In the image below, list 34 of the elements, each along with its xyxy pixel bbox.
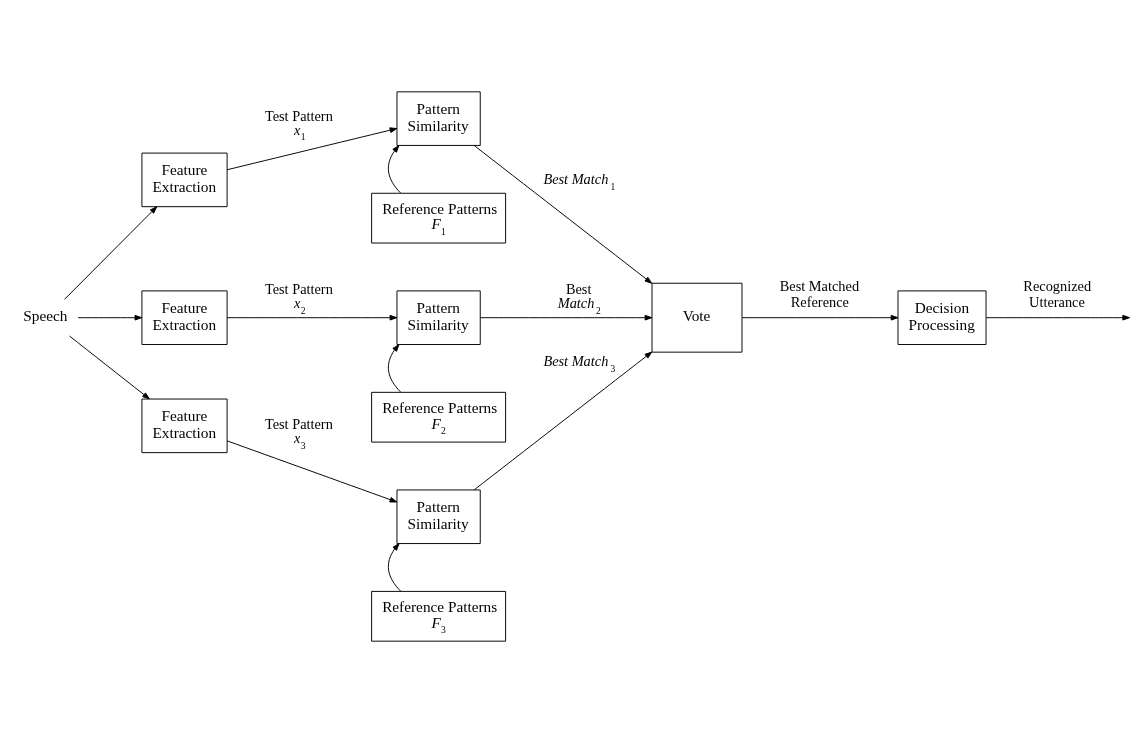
edge-label: Recognized Utterance	[1023, 277, 1092, 310]
node-box: Vote	[651, 282, 743, 353]
arrow	[226, 439, 398, 502]
node-box: Feature Extraction	[141, 289, 228, 345]
arrow	[387, 343, 401, 392]
arrow	[226, 126, 398, 170]
edge-label: Best Match$_{1}$	[543, 170, 616, 192]
arrow	[77, 314, 143, 321]
arrow	[480, 314, 653, 321]
edge-label: Best Matched Reference	[779, 277, 860, 310]
arrow	[741, 314, 899, 321]
node-box: Feature Extraction	[141, 152, 228, 207]
node-box: Reference Patterns F$_{1}$	[371, 192, 507, 243]
edge-label: Best Match$_{3}$	[543, 352, 616, 374]
node-box: Feature Extraction	[141, 398, 228, 453]
edge-label: Test Pattern x$_{3}$	[264, 415, 333, 451]
edge-label: Test Pattern x$_{1}$	[264, 107, 333, 142]
arrow	[473, 351, 653, 490]
node-box: Reference Patterns F$_{3}$	[371, 590, 507, 642]
node-box: Pattern Similarity	[396, 289, 481, 345]
node-box: Reference Patterns F$_{2}$	[371, 391, 507, 443]
edge-label: Test Pattern x$_{2}$	[264, 280, 333, 316]
arrow	[69, 335, 150, 399]
arrow	[226, 314, 398, 321]
arrow	[473, 144, 653, 284]
node-box: Pattern Similarity	[396, 488, 481, 544]
edge-label: Best Match$_{2}$	[557, 280, 601, 316]
arrow	[387, 542, 402, 592]
arrow	[64, 205, 158, 300]
node-box: Pattern Similarity	[396, 90, 481, 146]
arrow	[387, 144, 401, 193]
node-box: Decision Processing	[897, 289, 987, 345]
arrow	[985, 314, 1130, 321]
node-text: Speech	[23, 306, 68, 324]
